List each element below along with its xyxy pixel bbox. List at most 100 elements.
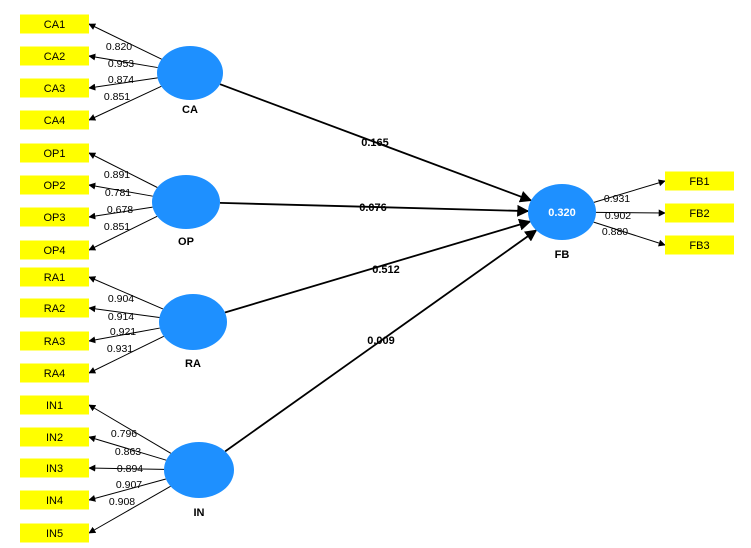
indicator-box-op3[interactable] — [20, 207, 89, 227]
indicator-box-ca4[interactable] — [20, 110, 89, 130]
indicator-box-ca1[interactable] — [20, 14, 89, 34]
indicator-label-in1: IN1 — [46, 400, 63, 412]
indicator-label-ra2: RA2 — [44, 303, 65, 315]
loading-value-in4: 0.907 — [116, 479, 142, 491]
path-coefficient-op-fb: 0.076 — [359, 202, 387, 214]
indicator-label-ca4: CA4 — [44, 115, 65, 127]
construct-group-in — [20, 395, 234, 543]
path-arrow-in-fb — [224, 229, 538, 453]
indicator-box-ra4[interactable] — [20, 363, 89, 383]
indicator-label-op3: OP3 — [43, 212, 65, 224]
indicator-label-ca1: CA1 — [44, 19, 65, 31]
loading-value-ca2: 0.953 — [108, 58, 134, 70]
loading-arrow-ra2 — [88, 305, 160, 318]
loading-value-op2: 0.781 — [105, 187, 131, 199]
loading-arrow-fb2 — [595, 209, 666, 217]
loading-value-fb3: 0.880 — [602, 226, 628, 238]
construct-node-ra[interactable] — [159, 294, 227, 350]
loading-value-ra4: 0.931 — [107, 343, 133, 355]
loading-value-ca3: 0.874 — [108, 74, 134, 86]
indicator-label-in5: IN5 — [46, 528, 63, 540]
loading-arrow-op4 — [88, 215, 158, 251]
indicator-label-op2: OP2 — [43, 180, 65, 192]
path-coefficient-in-fb: 0.009 — [367, 335, 395, 347]
indicator-label-fb1: FB1 — [689, 176, 709, 188]
indicator-label-fb3: FB3 — [689, 240, 709, 252]
loading-value-ca4: 0.851 — [104, 91, 130, 103]
loading-arrow-ca4 — [88, 85, 162, 121]
indicator-label-ra1: RA1 — [44, 272, 65, 284]
indicator-label-fb2: FB2 — [689, 208, 709, 220]
indicator-box-in1[interactable] — [20, 395, 89, 415]
indicator-box-fb2[interactable] — [665, 203, 734, 223]
loading-arrow-in1 — [88, 404, 172, 454]
construct-label-fb: FB — [555, 249, 570, 261]
construct-group-op — [20, 143, 220, 260]
loading-arrow-op2 — [88, 182, 153, 197]
loading-arrow-in5 — [88, 485, 171, 534]
loading-arrow-ra3 — [88, 327, 160, 344]
loading-arrow-fb3 — [593, 221, 666, 247]
loading-arrow-ca3 — [88, 77, 158, 91]
path-arrow-op-fb — [219, 202, 530, 217]
loading-value-op1: 0.891 — [104, 169, 130, 181]
loading-value-op4: 0.851 — [104, 221, 130, 233]
loading-value-in1: 0.796 — [111, 428, 137, 440]
path-coefficient-ca-fb: 0.165 — [361, 137, 389, 149]
indicator-box-in5[interactable] — [20, 523, 89, 543]
loading-value-in2: 0.863 — [115, 446, 141, 458]
construct-node-op[interactable] — [152, 175, 220, 229]
indicator-box-in3[interactable] — [20, 458, 89, 478]
indicator-label-in4: IN4 — [46, 495, 63, 507]
indicator-box-ca2[interactable] — [20, 46, 89, 66]
loading-value-ra3: 0.921 — [110, 326, 136, 338]
construct-label-in: IN — [194, 507, 205, 519]
indicator-box-op2[interactable] — [20, 175, 89, 195]
indicator-box-op4[interactable] — [20, 240, 89, 260]
loading-arrow-ra4 — [88, 335, 165, 374]
construct-group-ca — [20, 14, 223, 130]
loading-value-in3: 0.894 — [117, 463, 143, 475]
indicator-box-ra1[interactable] — [20, 267, 89, 287]
loading-arrow-ra1 — [88, 276, 164, 310]
indicator-box-in2[interactable] — [20, 427, 89, 447]
loading-arrow-op1 — [88, 152, 158, 188]
indicator-label-ca3: CA3 — [44, 83, 65, 95]
indicator-box-ra3[interactable] — [20, 331, 89, 351]
loading-value-fb1: 0.931 — [604, 193, 630, 205]
loading-value-ra1: 0.904 — [108, 293, 134, 305]
indicator-box-fb1[interactable] — [665, 171, 734, 191]
construct-group-ra — [20, 267, 227, 383]
loading-value-in5: 0.908 — [109, 496, 135, 508]
indicator-label-op4: OP4 — [43, 245, 65, 257]
indicator-box-ra2[interactable] — [20, 298, 89, 318]
path-arrow-ca-fb — [219, 83, 533, 203]
construct-label-ra: RA — [185, 358, 201, 370]
path-arrow-ra-fb — [224, 218, 532, 314]
loading-value-ca1: 0.820 — [106, 41, 132, 53]
indicator-box-fb3[interactable] — [665, 235, 734, 255]
loading-arrow-in4 — [88, 478, 167, 502]
indicator-label-ca2: CA2 — [44, 51, 65, 63]
construct-label-ca: CA — [182, 104, 198, 116]
indicator-label-in2: IN2 — [46, 432, 63, 444]
indicator-box-op1[interactable] — [20, 143, 89, 163]
loading-value-ra2: 0.914 — [108, 311, 134, 323]
loading-arrow-in2 — [88, 435, 167, 461]
construct-node-ca[interactable] — [157, 46, 223, 100]
indicator-box-in4[interactable] — [20, 490, 89, 510]
construct-node-fb[interactable] — [528, 184, 596, 240]
loading-arrow-in3 — [88, 464, 165, 472]
loading-arrow-op3 — [88, 206, 153, 220]
construct-label-op: OP — [178, 236, 194, 248]
r-squared-value: 0.320 — [548, 207, 576, 219]
path-coefficient-ra-fb: 0.512 — [372, 264, 400, 276]
loading-value-op3: 0.678 — [107, 204, 133, 216]
indicator-label-in3: IN3 — [46, 463, 63, 475]
loading-arrow-fb1 — [593, 179, 666, 203]
indicator-box-ca3[interactable] — [20, 78, 89, 98]
indicator-label-ra4: RA4 — [44, 368, 65, 380]
construct-node-in[interactable] — [164, 442, 234, 498]
construct-group-fb — [528, 171, 734, 255]
